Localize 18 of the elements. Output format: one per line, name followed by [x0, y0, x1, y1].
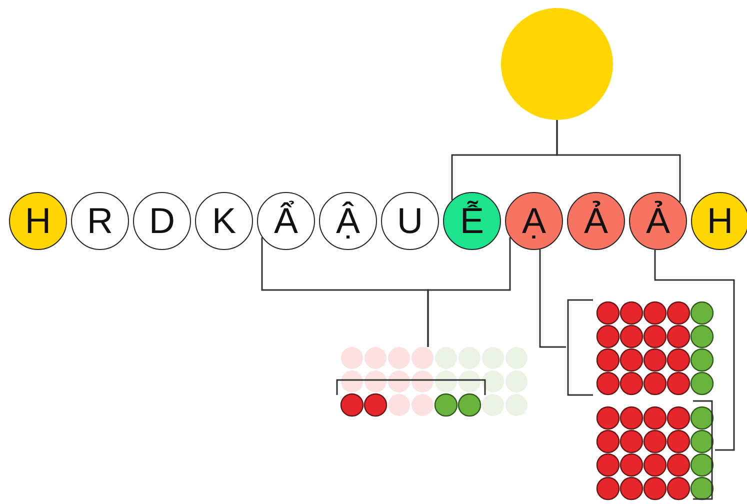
bracket-connector — [654, 250, 735, 451]
letter-circle: U — [381, 192, 439, 250]
letter-circle: R — [71, 192, 129, 250]
letter-circle: Ạ — [505, 192, 563, 250]
bracket-connector — [556, 120, 681, 202]
letter-circle: Ả — [629, 192, 687, 250]
bracket-connector — [539, 249, 566, 348]
letter-circle: Ả — [567, 192, 625, 250]
dot-grid-drawing — [335, 347, 529, 417]
dot-grid-drawing — [566, 299, 716, 397]
letter-circle: K — [195, 192, 253, 250]
letter-circle: D — [133, 192, 191, 250]
letter-circle: H — [691, 192, 747, 250]
letter-circle: H — [9, 192, 67, 250]
letter-circle: Ẩ — [257, 192, 315, 250]
bracket-connector — [427, 237, 511, 347]
letter-circle: Ễ — [443, 192, 501, 250]
letter-circle: Ậ — [319, 192, 377, 250]
